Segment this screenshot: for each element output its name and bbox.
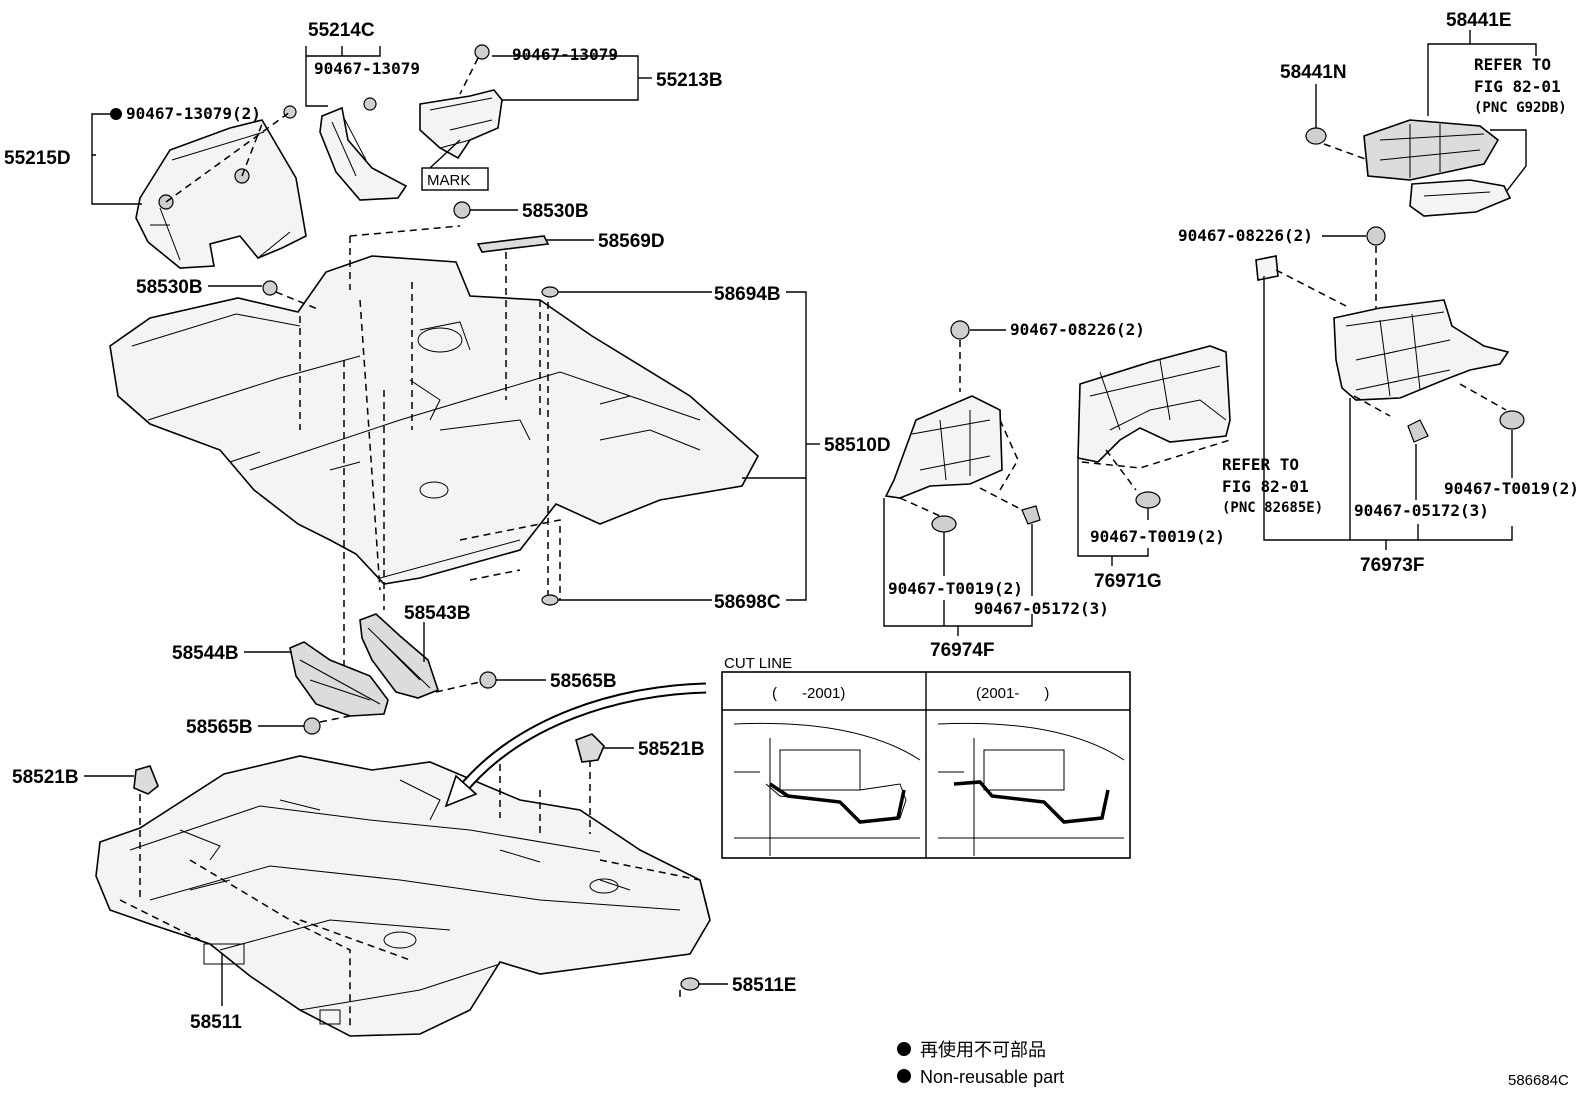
part-58544B-drawing (289, 641, 389, 717)
label-58441N: 58441N (1280, 62, 1347, 83)
label-90467-05172-3-76973F: 90467-05172(3) (1354, 501, 1489, 520)
label-90467-08226-2-mid: 90467-08226(2) (1010, 320, 1145, 339)
label-90467-08226-2-right: 90467-08226(2) (1178, 226, 1313, 245)
part-58511-floor-drawing (95, 755, 711, 1037)
label-58530B-left: 58530B (136, 277, 203, 298)
diagram-id: 586684C (1508, 1072, 1569, 1089)
label-58521B-right: 58521B (638, 739, 705, 760)
label-76971G: 76971G (1094, 571, 1162, 592)
label-58565B-right: 58565B (550, 671, 617, 692)
label-58565B-left: 58565B (186, 717, 253, 738)
label-58441E: 58441E (1446, 10, 1512, 31)
label-58569D: 58569D (598, 231, 665, 252)
label-58521B-left: 58521B (12, 767, 79, 788)
label-76974F: 76974F (930, 640, 994, 661)
label-55214C: 55214C (308, 20, 375, 41)
label-90467-T0019-2-76973F: 90467-T0019(2) (1444, 479, 1579, 498)
part-55215D-drawing (135, 105, 307, 269)
part-58510D-carpet-drawing (109, 255, 760, 585)
part-58441E-drawing (1363, 119, 1512, 217)
part-76974F-drawing (884, 395, 1003, 499)
ref1-line3: (PNC G92DB) (1474, 100, 1567, 116)
label-58510D: 58510D (824, 435, 891, 456)
part-55213B-drawing (419, 44, 503, 160)
ref1-line1: REFER TO (1474, 55, 1551, 74)
ref2-line2: FIG 82-01 (1222, 477, 1309, 496)
ref2-line3: (PNC 82685E) (1222, 500, 1323, 516)
label-90467-13079-2-left: 90467-13079(2) (126, 104, 261, 123)
label-58530B-top: 58530B (522, 201, 589, 222)
label-90467-13079-right: 90467-13079 (512, 45, 618, 64)
part-76971G-drawing (1077, 345, 1231, 463)
label-76973F: 76973F (1360, 555, 1424, 576)
cut-line-title: CUT LINE (724, 655, 792, 672)
label-90467-13079-mid: 90467-13079 (314, 59, 420, 78)
legend-marker-icon (897, 1042, 911, 1056)
label-58544B: 58544B (172, 643, 239, 664)
label-58543B: 58543B (404, 603, 471, 624)
label-55215D: 55215D (4, 148, 71, 169)
cut-line-detail-box: CUT LINE ( -2001) (2001- ) (721, 655, 1131, 859)
legend-line-2: Non-reusable part (920, 1067, 1064, 1087)
legend-line-1: 再使用不可部品 (920, 1040, 1046, 1060)
label-58694B: 58694B (714, 284, 781, 305)
part-76973F-drawing (1333, 299, 1510, 401)
part-55214C-drawing (319, 97, 408, 201)
mark-label: MARK (427, 172, 470, 189)
label-58698C: 58698C (714, 592, 781, 613)
legend-marker-icon-2 (897, 1069, 911, 1083)
label-90467-05172-3-76974F: 90467-05172(3) (974, 599, 1109, 618)
label-90467-T0019-2-76971G: 90467-T0019(2) (1090, 527, 1225, 546)
cut-line-left-header: ( -2001) (772, 685, 845, 702)
ref2-line1: REFER TO (1222, 455, 1299, 474)
ref1-line2: FIG 82-01 (1474, 77, 1561, 96)
label-58511E: 58511E (732, 975, 796, 996)
label-55213B: 55213B (656, 70, 723, 91)
part-58543B-drawing (359, 613, 439, 699)
cut-line-right-header: (2001- ) (976, 685, 1049, 702)
label-58511: 58511 (190, 1012, 242, 1033)
label-90467-T0019-2-76974F: 90467-T0019(2) (888, 579, 1023, 598)
non-reusable-marker-icon (110, 108, 122, 120)
